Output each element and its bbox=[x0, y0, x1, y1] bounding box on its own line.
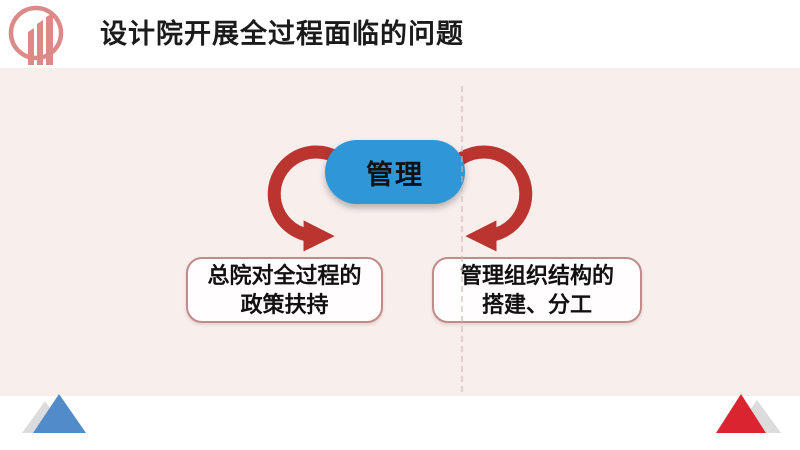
left-child-line1: 总院对全过程的 bbox=[207, 262, 362, 288]
left-child-box: 总院对全过程的 政策扶持 bbox=[186, 257, 383, 323]
right-child-line2: 搭建、分工 bbox=[481, 292, 592, 317]
root-node-label: 管理 bbox=[366, 159, 424, 190]
bottom-right-red-triangle bbox=[716, 394, 766, 433]
right-child-box: 管理组织结构的 搭建、分工 bbox=[432, 257, 642, 323]
slide-content-panel bbox=[0, 68, 800, 396]
slide-header: 设计院开展全过程面临的问题 bbox=[0, 0, 800, 68]
slide-title: 设计院开展全过程面临的问题 bbox=[100, 19, 464, 49]
bottom-left-blue-triangle bbox=[33, 394, 86, 433]
footer-decor-triangles bbox=[22, 394, 781, 433]
left-child-line2: 政策扶持 bbox=[240, 292, 329, 317]
root-node-pill: 管理 bbox=[325, 140, 465, 204]
right-child-line1: 管理组织结构的 bbox=[459, 262, 614, 288]
building-columns-logo-icon bbox=[8, 5, 64, 65]
